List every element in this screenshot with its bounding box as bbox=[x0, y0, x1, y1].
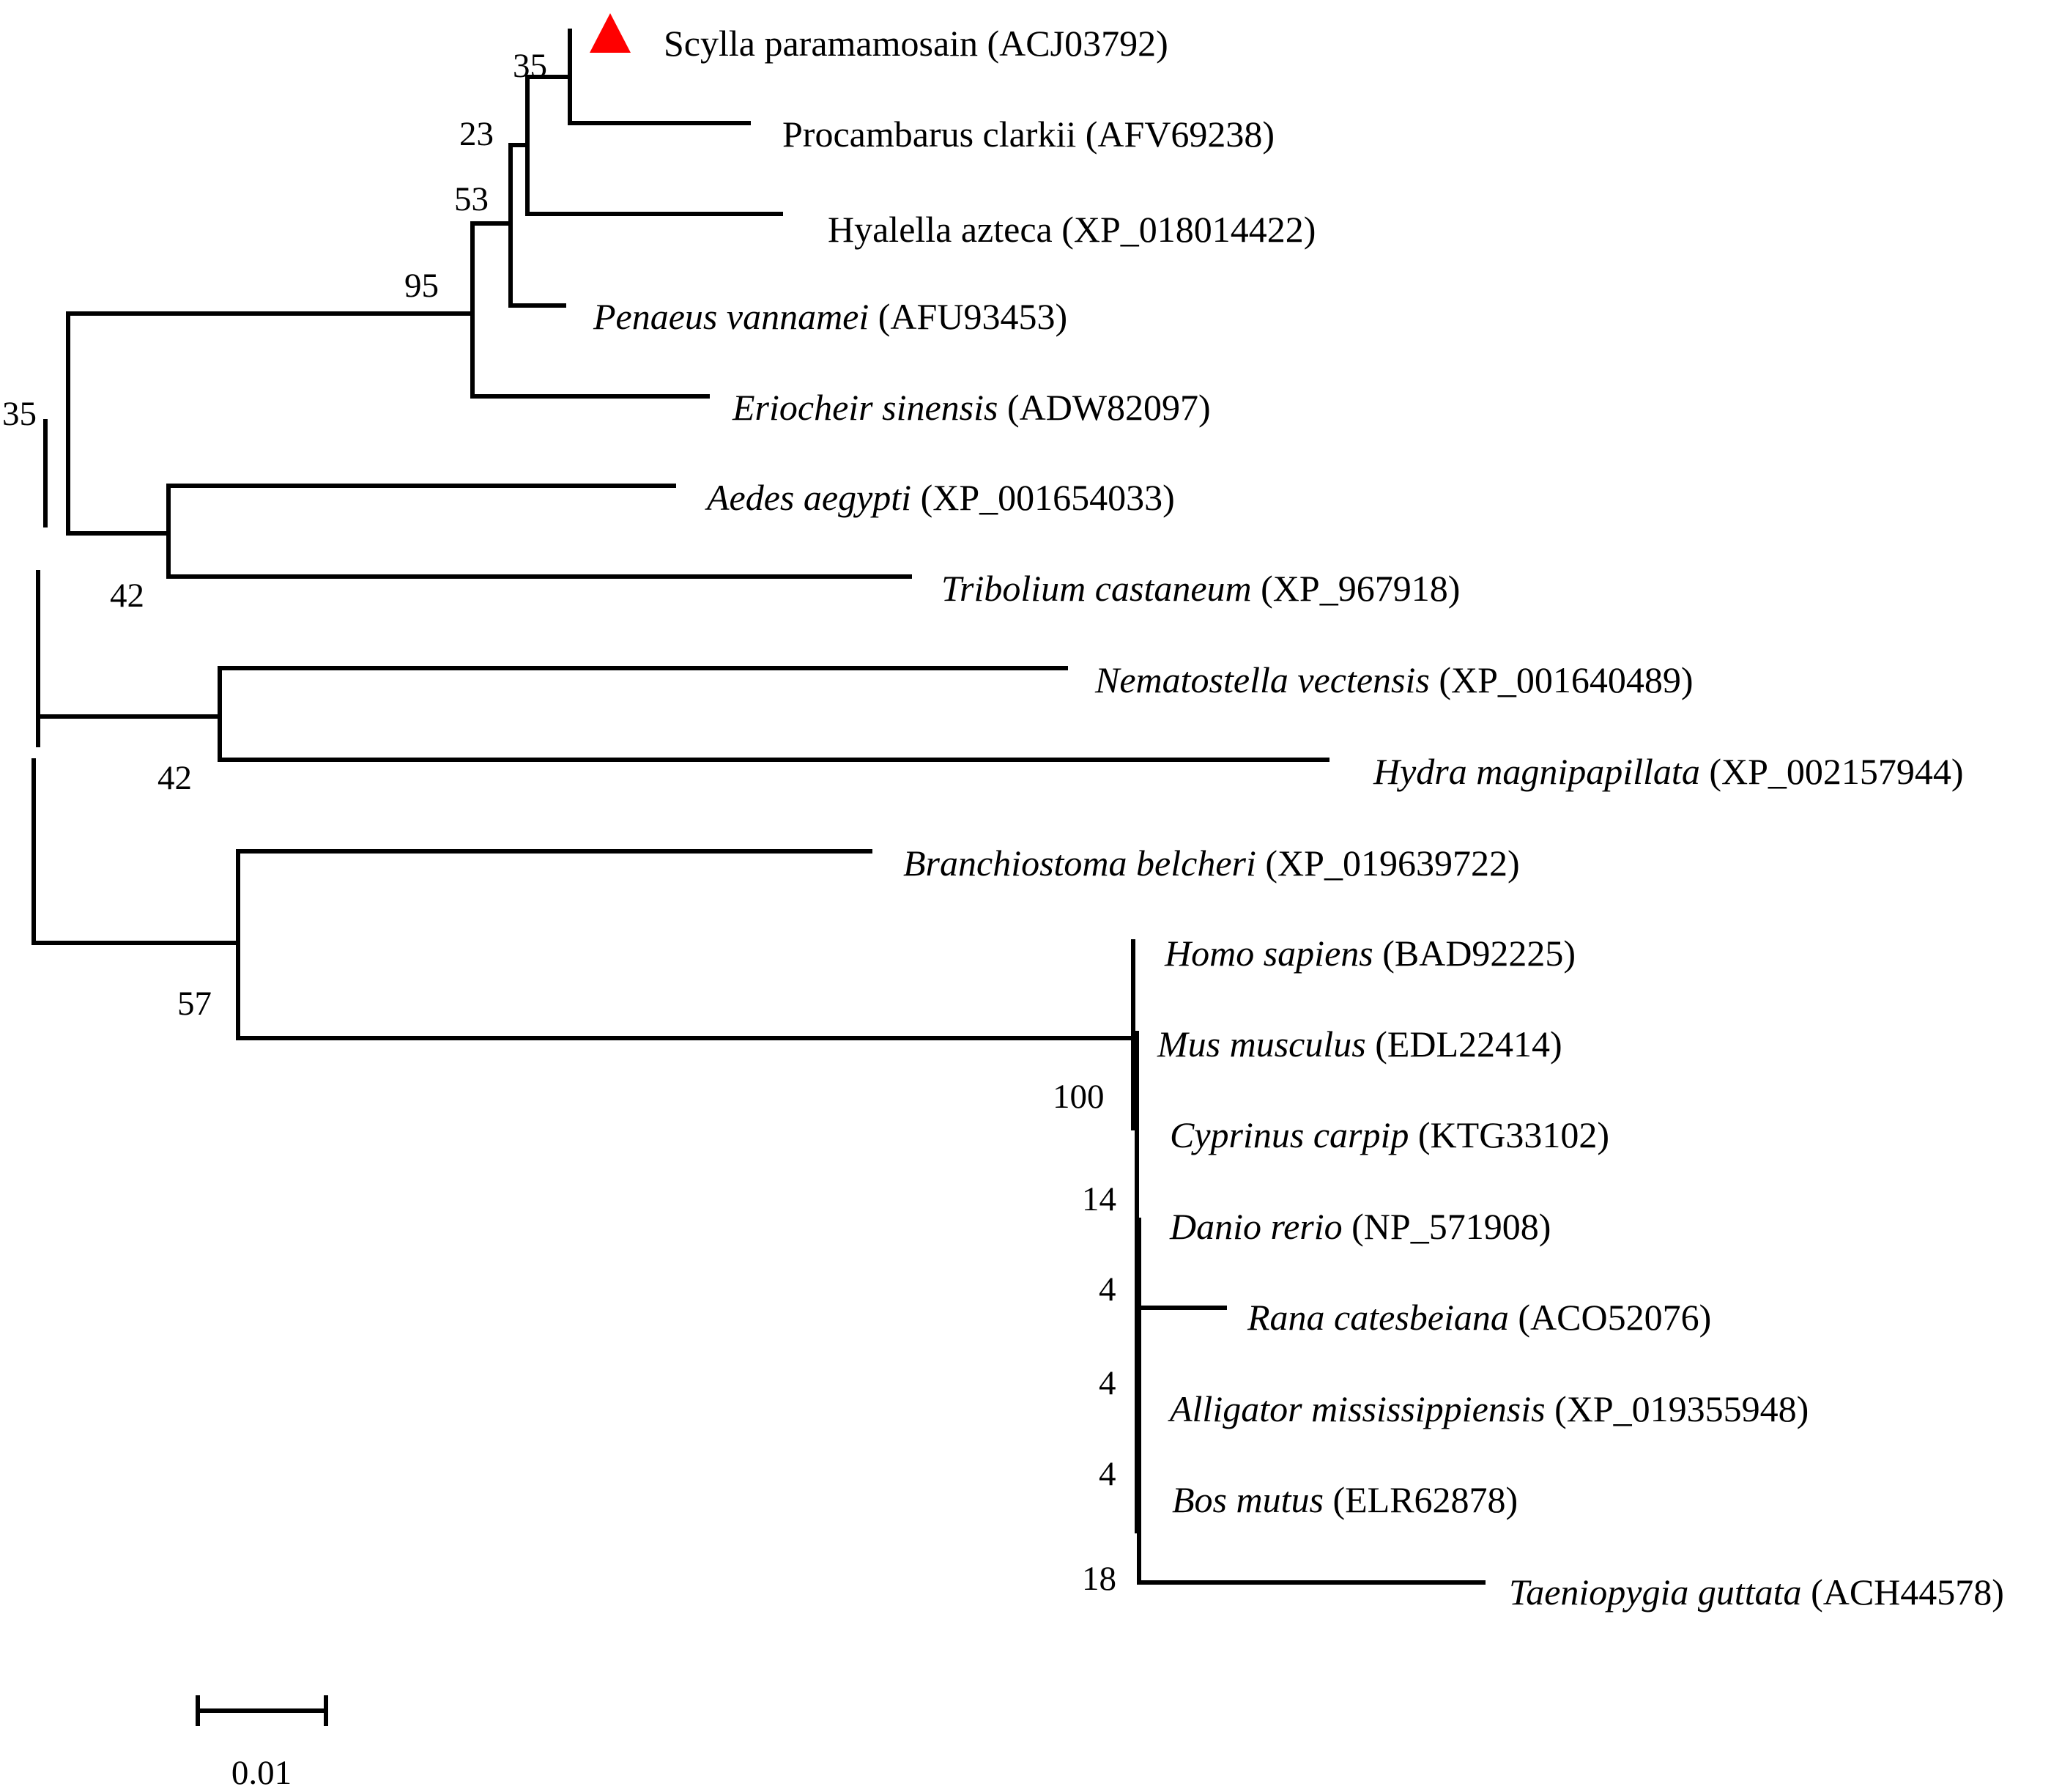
taxon-species: Homo sapiens bbox=[1164, 933, 1373, 974]
taxon-accession: (AFV69238) bbox=[1086, 114, 1275, 155]
taxon-species: Hyalella azteca bbox=[828, 209, 1053, 250]
taxon-species: Branchiostoma belcheri bbox=[903, 843, 1256, 884]
bootstrap-value: 14 bbox=[1082, 1180, 1116, 1218]
taxon-species: Eriocheir sinensis bbox=[732, 387, 998, 428]
bootstrap-value: 4 bbox=[1099, 1270, 1116, 1308]
taxon-label: Mus musculus (EDL22414) bbox=[1157, 1023, 1562, 1065]
taxon-species: Nematostella vectensis bbox=[1094, 659, 1430, 700]
taxon-accession: (XP_001654033) bbox=[921, 477, 1175, 518]
bootstrap-value: 42 bbox=[110, 577, 144, 615]
bootstrap-value: 53 bbox=[454, 180, 489, 218]
taxon-label: Penaeus vannamei (AFU93453) bbox=[593, 296, 1067, 337]
taxon-accession: (NP_571908) bbox=[1351, 1206, 1551, 1247]
root-gap-marks bbox=[29, 527, 51, 758]
taxon-accession: (BAD92225) bbox=[1382, 933, 1576, 974]
bootstrap-value: 35 bbox=[513, 47, 547, 85]
taxon-species: Aedes aegypti bbox=[705, 477, 911, 518]
bootstrap-value: 57 bbox=[177, 985, 212, 1023]
bootstrap-value: 95 bbox=[404, 267, 439, 305]
taxon-accession: (XP_002157944) bbox=[1709, 751, 1963, 792]
taxon-accession: (EDL22414) bbox=[1375, 1023, 1562, 1065]
taxon-species: Procambarus clarkii bbox=[782, 114, 1076, 155]
taxon-label: Aedes aegypti (XP_001654033) bbox=[705, 477, 1175, 518]
taxon-species: Mus musculus bbox=[1157, 1023, 1366, 1065]
scylla-procambarus-node bbox=[568, 29, 751, 125]
root-branch-lower bbox=[31, 756, 240, 945]
taxon-label: Hyalella azteca (XP_018014422) bbox=[828, 209, 1316, 250]
taxon-label: Nematostella vectensis (XP_001640489) bbox=[1094, 659, 1694, 700]
taxon-accession: (XP_967918) bbox=[1261, 568, 1460, 609]
taxon-label: Tribolium castaneum (XP_967918) bbox=[941, 568, 1460, 609]
bootstrap-value: 35 bbox=[2, 395, 37, 433]
taxon-label: Homo sapiens (BAD92225) bbox=[1164, 933, 1576, 974]
highlight-triangle-icon bbox=[590, 13, 631, 53]
taxon-species: Cyprinus carpip bbox=[1170, 1114, 1409, 1155]
tree-branches bbox=[31, 29, 1486, 1585]
taxon-label: Rana catesbeiana (ACO52076) bbox=[1247, 1297, 1711, 1338]
taxon-label: Scylla paramamosain (ACJ03792) bbox=[664, 23, 1168, 64]
taxon-species: Alligator mississippiensis bbox=[1168, 1388, 1546, 1429]
bootstrap-value: 4 bbox=[1099, 1364, 1116, 1402]
taxon-species: Penaeus vannamei bbox=[593, 296, 869, 337]
taxon-label: Danio rerio (NP_571908) bbox=[1169, 1206, 1551, 1247]
taxon-label: Bos mutus (ELR62878) bbox=[1172, 1479, 1518, 1520]
penaeus-node bbox=[508, 221, 566, 308]
taxon-accession: (XP_001640489) bbox=[1439, 659, 1693, 700]
taxon-accession: (XP_019639722) bbox=[1265, 843, 1519, 884]
taxon-species: Tribolium castaneum bbox=[941, 568, 1252, 609]
hyalella-node-upper bbox=[508, 143, 530, 226]
scale-bar-label: 0.01 bbox=[231, 1754, 292, 1792]
bootstrap-value: 4 bbox=[1099, 1455, 1116, 1493]
taxon-label: Procambarus clarkii (AFV69238) bbox=[782, 114, 1275, 155]
bootstrap-value: 42 bbox=[157, 759, 192, 797]
taxon-accession: (ACH44578) bbox=[1811, 1571, 2004, 1613]
taxon-label: Alligator mississippiensis (XP_019355948… bbox=[1168, 1388, 1809, 1429]
taxon-species: Scylla paramamosain bbox=[664, 23, 978, 64]
taxon-label: Branchiostoma belcheri (XP_019639722) bbox=[903, 843, 1520, 884]
taxon-accession: (ACJ03792) bbox=[987, 23, 1168, 64]
bootstrap-value: 100 bbox=[1053, 1078, 1105, 1116]
taxon-accession: (ADW82097) bbox=[1007, 387, 1211, 428]
taxon-species: Taeniopygia guttata bbox=[1509, 1571, 1802, 1613]
scale-bar: 0.01 bbox=[196, 1695, 328, 1792]
bootstrap-values: 35 23 53 95 35 42 42 57 100 14 4 4 4 18 bbox=[2, 47, 1116, 1598]
taxon-accession: (XP_019355948) bbox=[1554, 1388, 1809, 1429]
taxon-accession: (AFU93453) bbox=[878, 296, 1067, 337]
taxon-accession: (ELR62878) bbox=[1332, 1479, 1518, 1520]
bootstrap-value: 23 bbox=[459, 115, 494, 153]
taxon-species: Rana catesbeiana bbox=[1247, 1297, 1509, 1338]
taxon-species: Bos mutus bbox=[1172, 1479, 1324, 1520]
taxon-accession: (KTG33102) bbox=[1418, 1114, 1609, 1155]
bootstrap-value: 18 bbox=[1082, 1560, 1116, 1598]
taxon-species: Hydra magnipapillata bbox=[1373, 751, 1700, 792]
taxon-label: Cyprinus carpip (KTG33102) bbox=[1170, 1114, 1609, 1155]
taxon-accession: (ACO52076) bbox=[1518, 1297, 1711, 1338]
taxon-species: Danio rerio bbox=[1169, 1206, 1343, 1247]
taxon-label: Hydra magnipapillata (XP_002157944) bbox=[1373, 751, 1964, 792]
taxon-accession: (XP_018014422) bbox=[1061, 209, 1316, 250]
hyalella-node bbox=[525, 75, 783, 216]
taxon-labels: Scylla paramamosain (ACJ03792) Procambar… bbox=[593, 23, 2004, 1613]
taxon-label: Taeniopygia guttata (ACH44578) bbox=[1509, 1571, 2004, 1613]
taxon-label: Eriocheir sinensis (ADW82097) bbox=[732, 387, 1211, 428]
